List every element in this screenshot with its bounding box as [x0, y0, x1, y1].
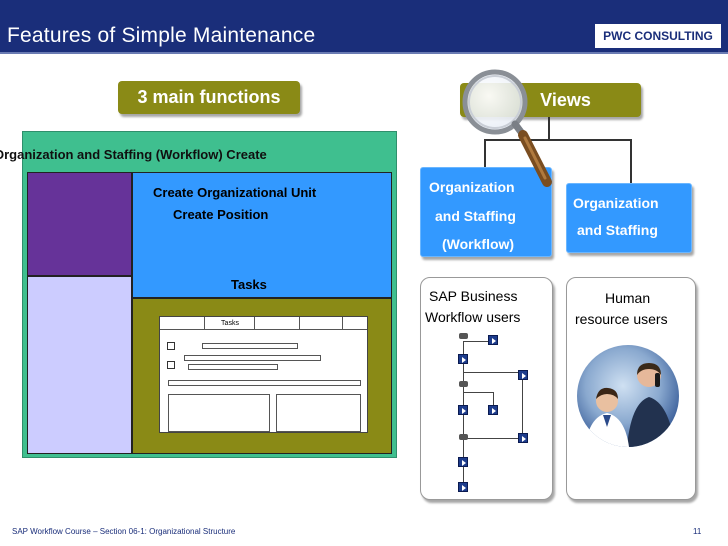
mini-tab-blank: [160, 317, 205, 330]
workflow-fork-icon: [459, 381, 468, 387]
mini-field: [168, 380, 361, 386]
mini-tab-tasks: [205, 317, 255, 330]
mini-field: [202, 343, 298, 349]
views-tree-connector: [548, 117, 550, 139]
slide-header: Features of Simple Maintenance PWC CONSU…: [0, 0, 728, 52]
org-workflow-line3: (Workflow): [442, 236, 515, 252]
mini-checkbox: [167, 342, 175, 350]
create-position-label: Create Position: [173, 207, 269, 222]
pwc-consulting-logo: PWC CONSULTING: [595, 24, 721, 48]
create-area: [132, 172, 392, 298]
workflow-step-icon: [458, 482, 468, 492]
workflow-step-icon: [488, 405, 498, 415]
org-hr-line2: and Staffing: [577, 222, 658, 238]
mini-tab-divider: [160, 329, 367, 330]
mini-tab-blank: [255, 317, 300, 330]
views-tree-connector: [484, 139, 632, 141]
workflow-event-icon: [459, 333, 468, 339]
tasks-label: Tasks: [231, 277, 267, 292]
footer-page-number: 11: [693, 527, 702, 536]
mini-tab-tasks-label: Tasks: [221, 320, 239, 327]
views-tree-connector: [630, 139, 632, 184]
hr-users-line1: Human: [605, 290, 651, 306]
workflow-line: [463, 438, 523, 439]
purple-block: [27, 172, 132, 276]
lavender-block: [27, 276, 132, 454]
workflow-step-icon: [458, 405, 468, 415]
magnifier-icon: [462, 69, 552, 187]
views-tree-connector: [484, 139, 486, 168]
org-staffing-create-title: Organization and Staffing (Workflow) Cre…: [0, 147, 267, 162]
workflow-line: [493, 392, 494, 410]
mini-panel: [168, 394, 270, 432]
main-functions-label: 3 main functions: [118, 81, 300, 114]
org-staffing-workflow-view: Organization and Staffing (Workflow): [420, 167, 552, 257]
org-workflow-line2: and Staffing: [435, 208, 516, 224]
header-divider: [0, 52, 728, 54]
workflow-line: [463, 341, 493, 342]
workflow-step-icon: [458, 457, 468, 467]
mini-tab-blank: [300, 317, 343, 330]
slide-title: Features of Simple Maintenance: [7, 24, 316, 47]
hr-users-line2: resource users: [575, 311, 668, 327]
mini-panel: [276, 394, 361, 432]
workflow-step-icon: [488, 335, 498, 345]
org-staffing-hr-view: Organization and Staffing: [566, 183, 692, 253]
mini-field: [188, 364, 278, 370]
workflow-step-icon: [518, 433, 528, 443]
workflow-step-icon: [458, 354, 468, 364]
workflow-line: [463, 372, 523, 373]
workflow-line: [522, 372, 523, 438]
org-workflow-line1: Organization: [429, 179, 515, 195]
people-illustration: [585, 363, 675, 447]
people-photo: [577, 345, 679, 447]
sap-workflow-users-panel: SAP Business Workflow users: [420, 277, 553, 500]
workflow-fork-icon: [459, 434, 468, 440]
footer-course-text: SAP Workflow Course – Section 06-1: Orga…: [12, 527, 236, 536]
mini-checkbox: [167, 361, 175, 369]
workflow-line: [463, 392, 493, 393]
org-hr-line1: Organization: [573, 195, 659, 211]
sap-users-line1: SAP Business: [429, 288, 518, 304]
mini-field: [184, 355, 321, 361]
sap-users-line2: Workflow users: [425, 309, 521, 325]
create-org-unit-label: Create Organizational Unit: [153, 185, 317, 200]
workflow-step-icon: [518, 370, 528, 380]
